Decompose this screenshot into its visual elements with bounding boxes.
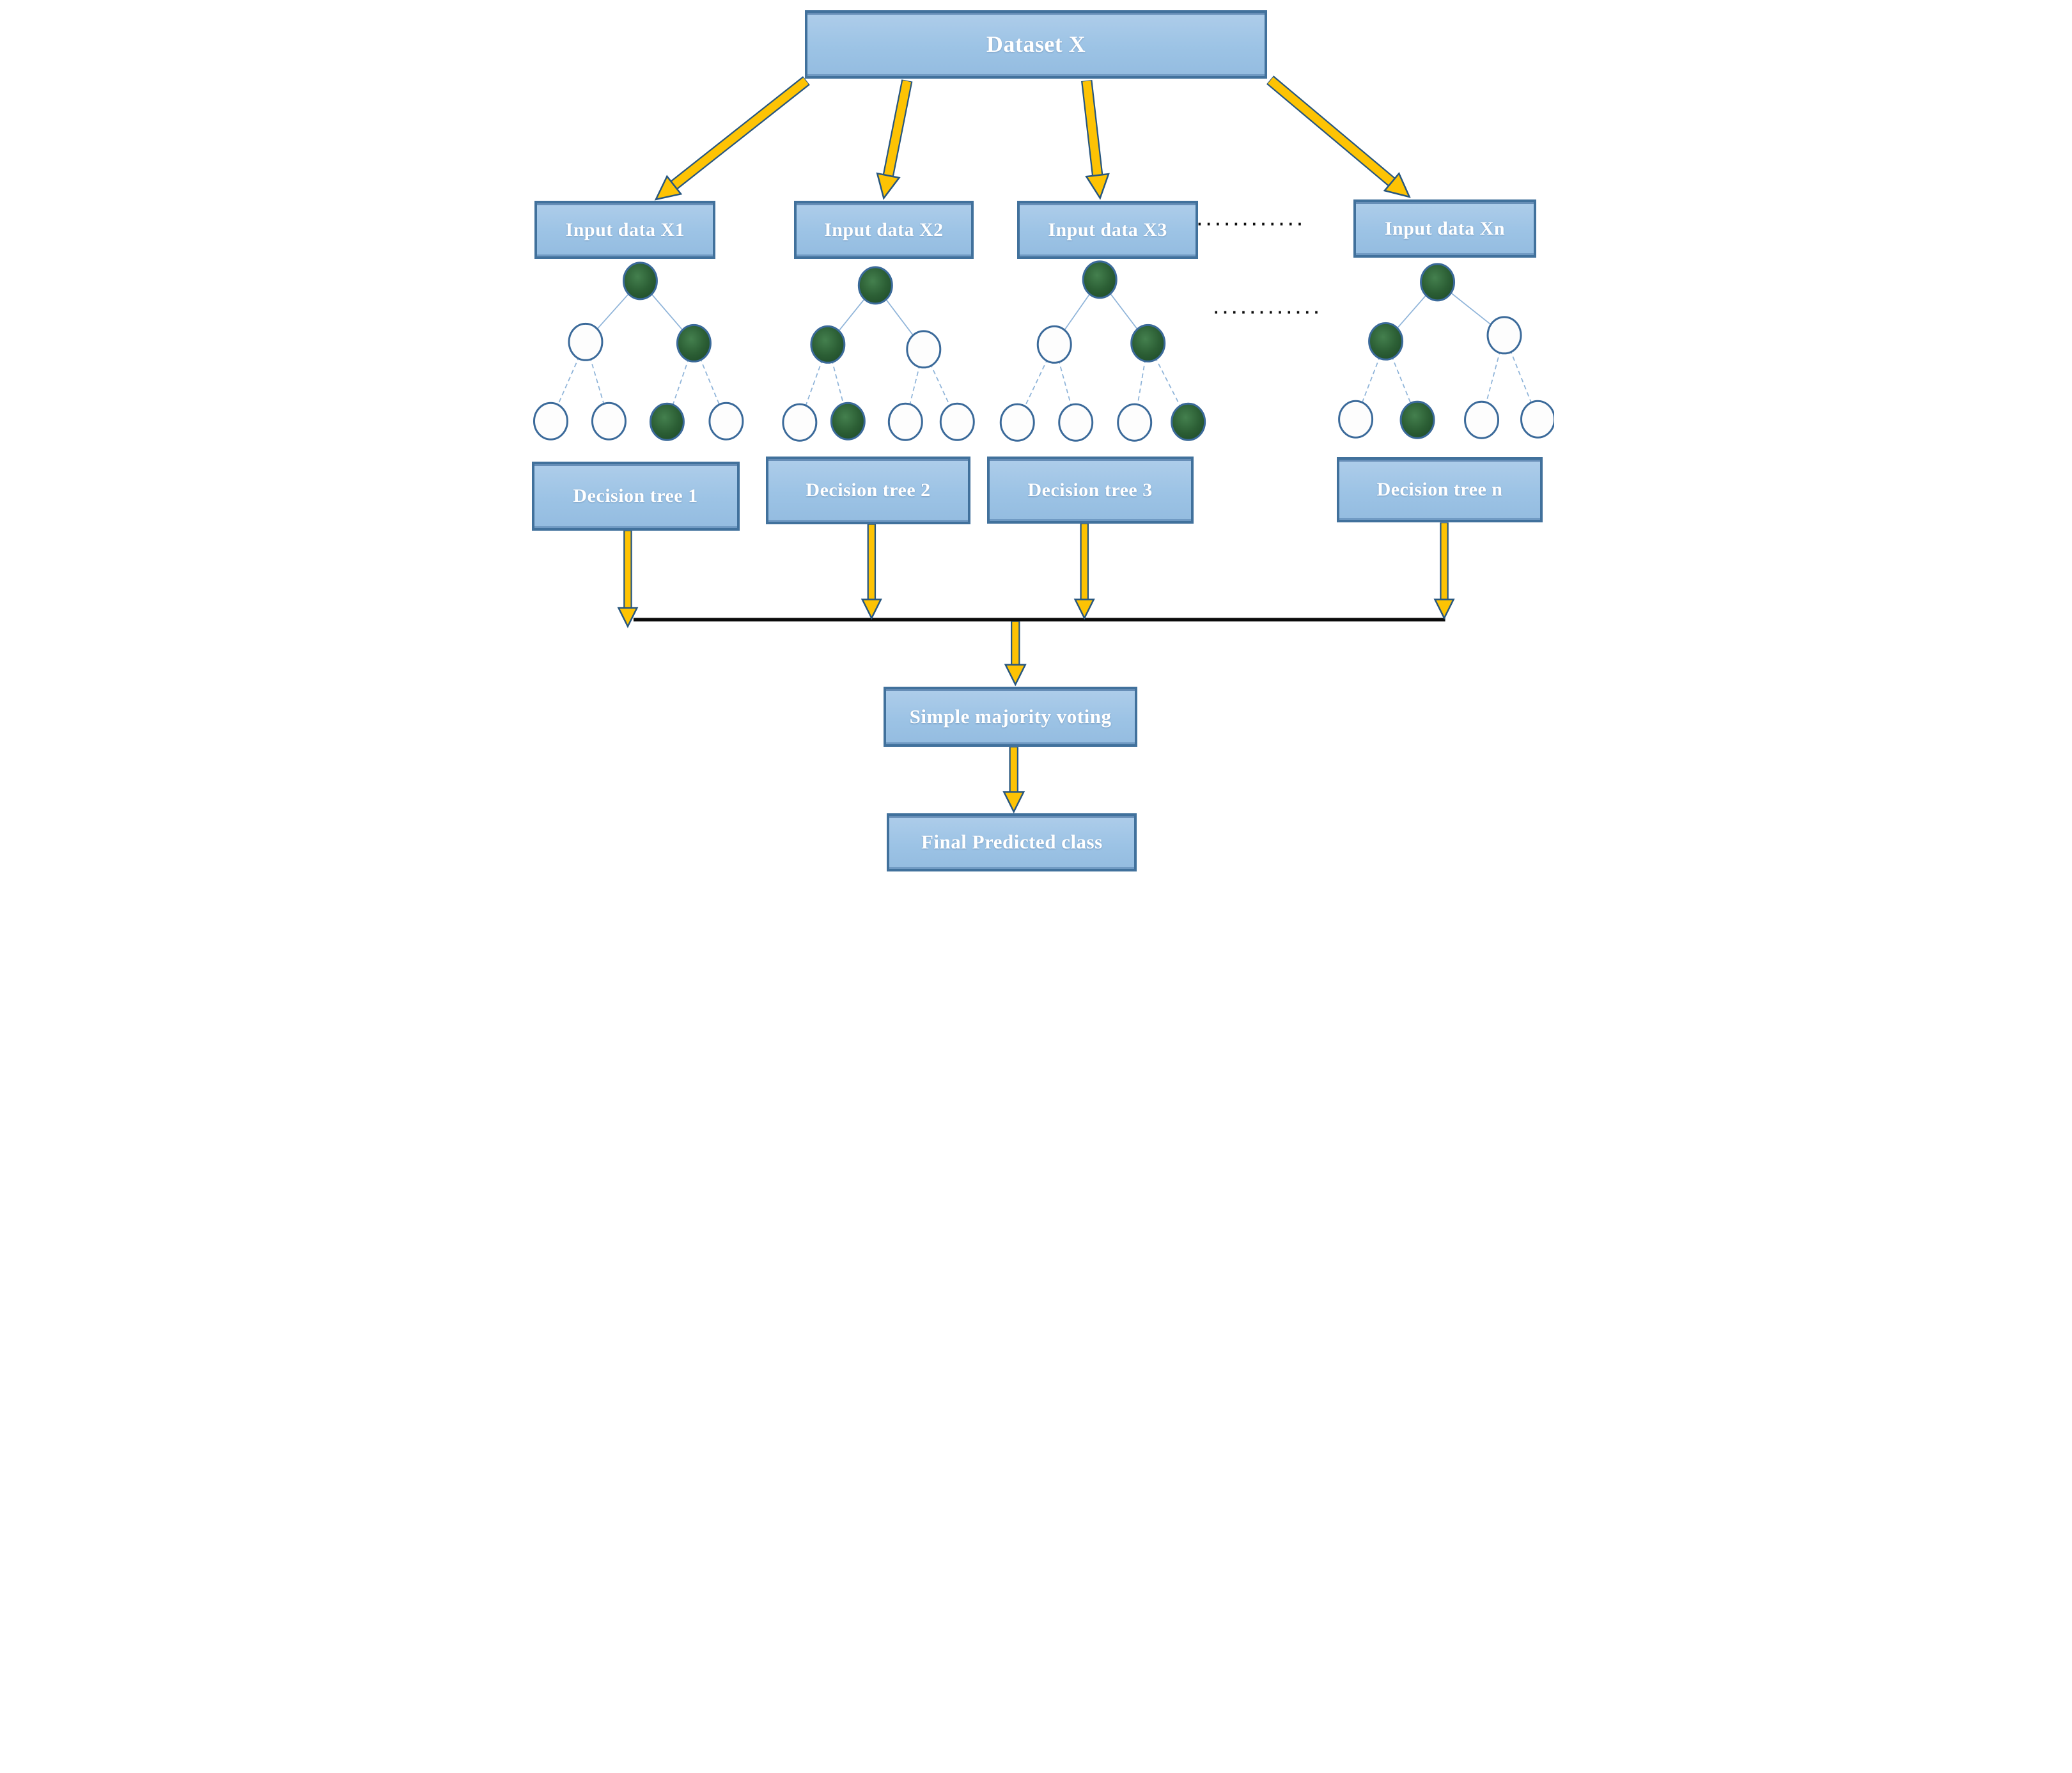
final-class-box: Final Predicted class — [887, 813, 1137, 871]
input-label-x2: Input data X2 — [824, 219, 944, 241]
decision-tree-3-edge-left-leaf2 — [1053, 344, 1077, 423]
dataset-arrow-n-head — [1383, 172, 1411, 198]
decision-arrow-2-head — [861, 598, 882, 620]
decision-tree-3-node-leaf3 — [1116, 403, 1152, 442]
decision-label-3: Decision tree 3 — [1027, 479, 1153, 501]
decision-tree-3-edge-right-leaf3 — [1133, 343, 1149, 423]
input-label-x3: Input data X3 — [1048, 219, 1167, 241]
decision-tree-3-node-leaf4 — [1170, 402, 1206, 441]
majority-voting-label: Simple majority voting — [909, 705, 1112, 728]
dataset-arrow-n-shaft — [1267, 77, 1394, 185]
final-arrow-head — [1002, 791, 1025, 814]
decision-box-n: Decision tree n — [1336, 457, 1543, 523]
decision-arrow-3-head — [1073, 598, 1095, 620]
decision-tree-2-node-left — [809, 325, 845, 364]
decision-tree-1-node-root — [622, 262, 658, 301]
input-box-x2: Input data X2 — [793, 201, 974, 260]
diagram-canvas — [533, 75, 1554, 814]
decision-tree-1-node-leaf4 — [708, 402, 744, 441]
majority-voting-box: Simple majority voting — [883, 686, 1138, 747]
decision-tree-1-node-leaf1 — [533, 402, 568, 441]
input-label-x1: Input data X1 — [565, 219, 685, 241]
decision-tree-2-node-leaf2 — [830, 402, 866, 441]
decision-tree-2-edge-right-leaf4 — [923, 348, 958, 423]
decision-tree-2-node-root — [857, 266, 893, 305]
dataset-arrow-2-shaft — [884, 80, 911, 176]
decision-tree-2-node-right — [905, 330, 941, 369]
decision-tree-n-node-leaf3 — [1463, 400, 1499, 439]
input-box-xn: Input data Xn — [1353, 199, 1536, 258]
final-class-label: Final Predicted class — [921, 831, 1103, 854]
decision-tree-2-node-leaf3 — [887, 402, 923, 441]
decision-tree-1-node-right — [676, 324, 712, 363]
decision-tree-3-node-leaf2 — [1057, 403, 1093, 442]
decision-tree-2-node-leaf1 — [781, 403, 817, 442]
dataset-arrow-3-head — [1084, 173, 1110, 200]
random-forest-diagram: Dataset X Input data X1 Input data X2 In… — [518, 0, 1554, 886]
decision-label-n: Decision tree n — [1376, 479, 1503, 501]
decision-tree-1-node-leaf2 — [591, 402, 627, 441]
decision-tree-n-node-root — [1419, 263, 1455, 302]
dataset-arrow-1-shaft — [671, 77, 809, 189]
decision-tree-3-node-root — [1082, 260, 1118, 299]
voting-arrow-head — [1004, 664, 1027, 687]
input-box-x3: Input data X3 — [1017, 201, 1199, 260]
decision-tree-3-node-left — [1036, 325, 1072, 364]
dataset-arrow-3-shaft — [1082, 81, 1102, 176]
decision-tree-n-node-leaf2 — [1399, 400, 1435, 439]
decision-tree-1-edge-left-leaf2 — [584, 341, 609, 422]
decision-tree-n-node-left — [1367, 322, 1403, 361]
decision-arrow-1-head — [616, 607, 638, 629]
decision-tree-n-node-right — [1486, 316, 1522, 355]
decision-arrow-n-head — [1433, 598, 1455, 620]
decision-box-1: Decision tree 1 — [531, 462, 740, 531]
decision-tree-n-node-leaf4 — [1520, 400, 1554, 439]
input-box-x1: Input data X1 — [534, 201, 716, 260]
dataset-label: Dataset X — [986, 31, 1086, 57]
decision-label-2: Decision tree 2 — [806, 480, 931, 501]
dataset-box: Dataset X — [804, 10, 1268, 79]
decision-tree-1-node-left — [567, 322, 603, 361]
decision-tree-n-node-leaf1 — [1337, 400, 1373, 439]
decision-tree-2-edge-left-leaf2 — [827, 344, 848, 421]
decision-tree-3-node-leaf1 — [999, 403, 1035, 442]
decision-box-3: Decision tree 3 — [986, 457, 1194, 524]
dataset-arrow-1-head — [654, 175, 682, 201]
ellipsis-dots-row2: ............ — [1211, 301, 1321, 318]
input-label-xn: Input data Xn — [1384, 218, 1506, 240]
decision-tree-2-node-leaf4 — [939, 402, 975, 441]
decision-label-1: Decision tree 1 — [573, 485, 698, 507]
ellipsis-dots-row1: ............ — [1195, 213, 1305, 230]
decision-box-2: Decision tree 2 — [766, 456, 970, 524]
decision-tree-1-node-leaf3 — [649, 402, 685, 441]
decision-tree-3-node-right — [1130, 324, 1165, 363]
dataset-arrow-2-head — [875, 172, 901, 200]
